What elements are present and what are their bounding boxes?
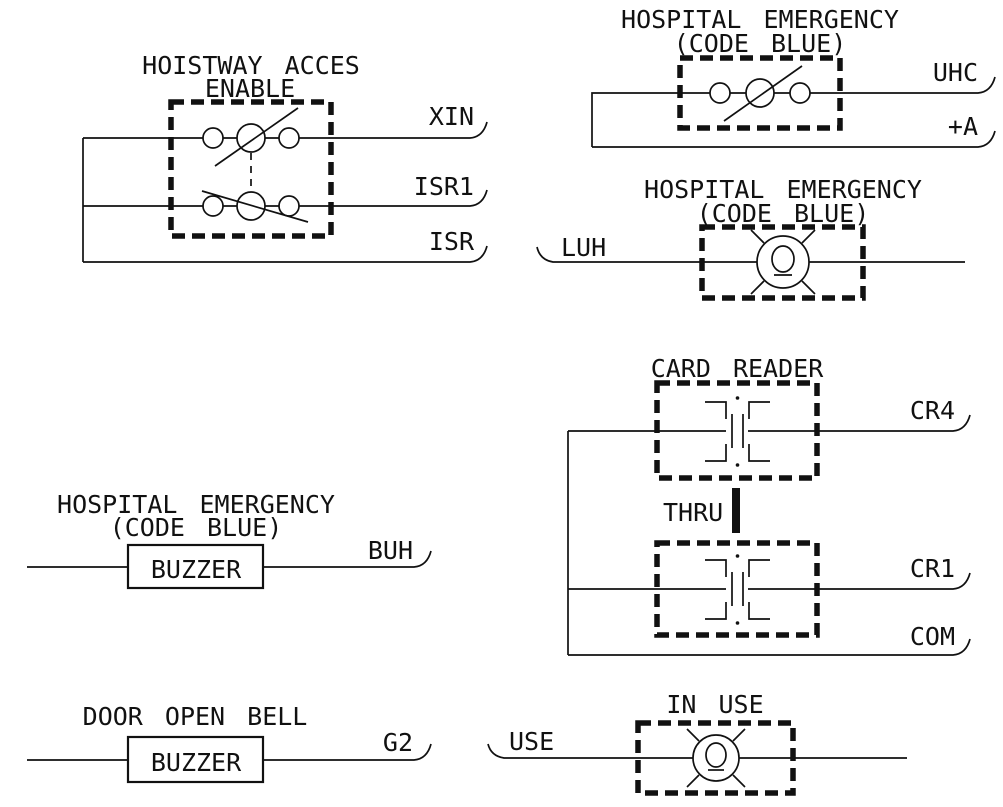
key-switch-icon xyxy=(201,190,309,223)
hoistway-access-enable-section: HOISTWAY ACCES ENABLE XIN ISR1 ISR xyxy=(82,51,488,263)
wire-label-com: COM xyxy=(910,622,955,651)
wire-label-buh: BUH xyxy=(368,536,413,565)
hospital-emergency-buzzer-section: HOSPITAL EMERGENCY (CODE BLUE) BUZZER BU… xyxy=(27,490,432,590)
hospital-emergency-lamp-dashed-box xyxy=(699,224,866,301)
wire-label-cr4: CR4 xyxy=(910,396,955,425)
section-title-line2: (CODE BLUE) xyxy=(110,513,283,542)
hospital-emergency-switch-section: HOSPITAL EMERGENCY (CODE BLUE) UHC +A xyxy=(591,5,996,148)
card-reader-connector-icon xyxy=(705,396,770,467)
card-reader-lower-dashed-box xyxy=(654,540,820,638)
buzzer-label: BUZZER xyxy=(151,555,242,584)
wire-isr1 xyxy=(83,189,488,207)
buzzer-label: BUZZER xyxy=(151,748,242,777)
wire-label-use: USE xyxy=(509,727,554,756)
section-title-line1: HOSPITAL EMERGENCY xyxy=(644,175,922,204)
card-reader-upper-dashed-box xyxy=(654,380,820,481)
wire-com xyxy=(568,638,971,656)
lamp-icon xyxy=(750,229,816,295)
wire-g2 xyxy=(263,743,432,761)
wire-label-uhc: UHC xyxy=(933,58,978,87)
wire-use xyxy=(487,743,907,759)
in-use-lamp-section: IN USE USE xyxy=(487,690,907,796)
section-title: CARD READER xyxy=(651,354,825,383)
hoistway-access-dashed-box xyxy=(168,99,334,239)
card-reader-connector-icon xyxy=(705,554,770,625)
wire-label-luh: LUH xyxy=(561,233,606,262)
hospital-emergency-switch-dashed-box xyxy=(677,55,843,131)
section-title: DOOR OPEN BELL xyxy=(83,702,308,731)
section-title-line1: HOISTWAY ACCES xyxy=(142,51,360,80)
wire-label-xin: XIN xyxy=(429,102,474,131)
wire-uhc xyxy=(591,76,996,147)
wire-xin xyxy=(83,121,488,139)
lamp-icon xyxy=(686,728,746,788)
section-title: IN USE xyxy=(666,690,763,719)
section-title-line2: (CODE BLUE) xyxy=(697,199,870,228)
thru-label: THRU xyxy=(663,498,723,527)
buzzer-box xyxy=(126,543,265,590)
wire-isr xyxy=(83,245,488,263)
section-title-line1: HOSPITAL EMERGENCY xyxy=(57,490,335,519)
door-open-bell-section: DOOR OPEN BELL BUZZER G2 xyxy=(27,702,432,784)
wire-luh xyxy=(536,246,965,263)
wire-label-isr: ISR xyxy=(429,227,475,256)
wire-label-cr1: CR1 xyxy=(910,554,955,583)
key-switch-icon xyxy=(709,65,811,122)
wire-label-plus-a: +A xyxy=(948,112,978,141)
section-title-line1: HOSPITAL EMERGENCY xyxy=(621,5,899,34)
in-use-dashed-box xyxy=(635,720,796,796)
wire-label-isr1: ISR1 xyxy=(414,172,474,201)
thru-connector-bar xyxy=(732,488,740,533)
wire-label-g2: G2 xyxy=(383,728,413,757)
wire-cr4 xyxy=(568,414,971,432)
buzzer-box xyxy=(126,735,265,784)
wire-cr1 xyxy=(568,572,971,590)
hospital-emergency-lamp-section: HOSPITAL EMERGENCY (CODE BLUE) LUH xyxy=(536,175,965,301)
section-title-line2: (CODE BLUE) xyxy=(674,29,847,58)
wire-plus-a xyxy=(592,130,996,148)
card-reader-section: CARD READER THRU CR4 CR1 COM xyxy=(567,354,971,656)
key-switch-icon xyxy=(202,107,300,167)
section-title-line2: ENABLE xyxy=(205,74,295,103)
wire-buh xyxy=(263,550,432,568)
